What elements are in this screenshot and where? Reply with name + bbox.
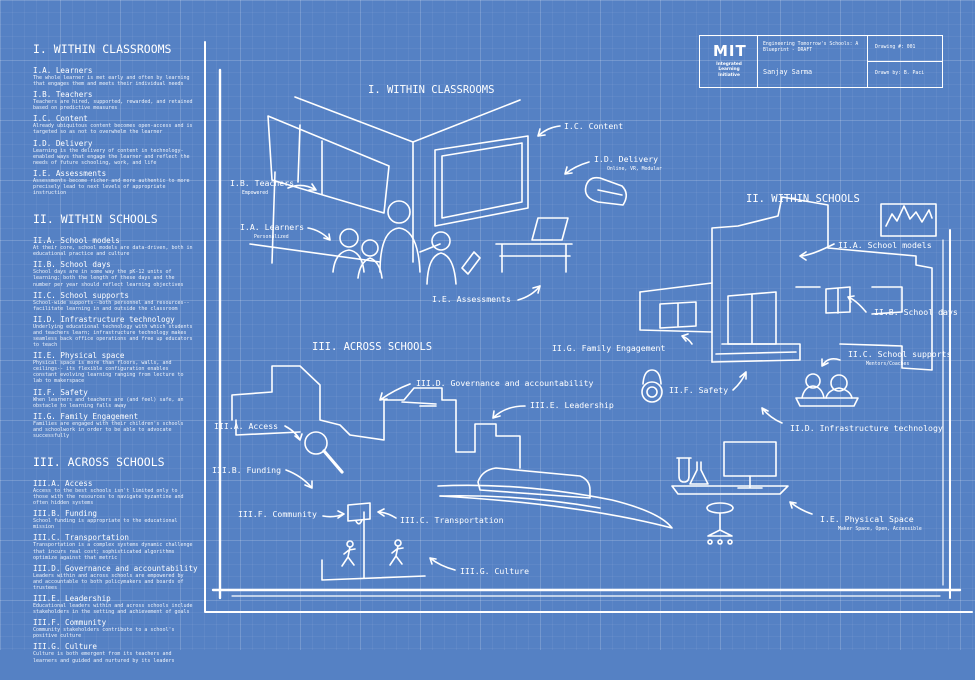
label-access: III.A. Access (214, 421, 278, 431)
classrooms-heading: I. WITHIN CLASSROOMS (368, 84, 494, 96)
legend-item-description: Underlying educational technology with w… (33, 323, 193, 349)
label-governance: III.D. Governance and accountability (416, 378, 594, 388)
blueprint-grid (0, 0, 975, 650)
label-teachers-sub: Empowered (242, 190, 268, 196)
legend-item-title: III.D. Governance and accountability (33, 563, 198, 573)
legend-item-title: II.E. Physical space (33, 351, 125, 361)
label-supports-sub: Mentors/Coaches (866, 361, 909, 367)
legend-item-title: I.B. Teachers (33, 90, 93, 100)
legend-item-description: School funding is appropriate to the edu… (33, 518, 178, 531)
label-supports: II.C. School supports (848, 349, 952, 359)
label-school-days: II.B. School days (874, 307, 958, 317)
label-culture: III.G. Culture (460, 566, 529, 576)
label-school-models: II.A. School models (838, 240, 932, 250)
label-family: II.G. Family Engagement (552, 343, 665, 353)
label-learners: I.A. Learners (240, 222, 304, 232)
legend-item-description: Already ubiquitous content becomes open-… (33, 123, 193, 136)
label-content: I.C. Content (564, 121, 623, 131)
legend-item-title: II.B. School days (33, 260, 111, 270)
legend-item-description: Educational leaders within and across sc… (33, 603, 193, 616)
mit-logo: MIT Integrated Learning Initiative (700, 36, 758, 87)
label-physical-sub: Maker Space, Open, Accessible (838, 526, 922, 532)
legend-item-title: II.G. Family Engagement (33, 411, 139, 421)
school-building-drawing (639, 196, 937, 545)
legend-item-title: II.A. School models (33, 236, 120, 246)
legend-item-title: III.F. Community (33, 618, 107, 628)
label-community: III.F. Community (238, 509, 317, 519)
label-teachers: I.B. Teachers (230, 178, 294, 188)
legend-item-description: Community stakeholders contribute to a s… (33, 627, 175, 640)
schools-heading: II. WITHIN SCHOOLS (746, 193, 860, 205)
legend-item-title: I.D. Delivery (33, 138, 93, 148)
legend-item-title: II.F. Safety (33, 387, 88, 397)
legend-item-description: Learning is the delivery of content in t… (33, 147, 190, 166)
legend-item-description: Assessments become richer and more authe… (33, 177, 190, 197)
legend-section-heading: I. WITHIN CLASSROOMS (33, 42, 172, 56)
drawn-by: Drawn by: B. Paci (875, 71, 925, 76)
logo-text: MIT (713, 42, 747, 60)
legend-item-description: School days are in some way the pK-12 un… (33, 269, 184, 288)
title-block: MIT Integrated Learning Initiative Engin… (699, 35, 943, 88)
label-learners-sub: Personalized (254, 234, 289, 240)
legend-section-heading: II. WITHIN SCHOOLS (33, 212, 158, 227)
classroom-drawing (249, 96, 628, 285)
label-assessments: I.E. Assessments (432, 294, 511, 304)
legend-item-description: Teachers are hired, supported, rewarded,… (33, 99, 193, 112)
legend-item-description: The whole learner is met early and often… (33, 75, 190, 88)
legend-item-description: Access to the best schools isn't limited… (33, 488, 184, 507)
legend-item-title: II.C. School supports (33, 290, 130, 300)
legend-item-description: Transportation is a complex systems dyna… (33, 542, 193, 561)
legend-item-title: III.G. Culture (33, 642, 98, 652)
legend-item-title: I.E. Assessments (33, 168, 107, 178)
label-transportation: III.C. Transportation (400, 515, 504, 525)
legend-item-title: III.E. Leadership (33, 594, 111, 604)
logo-subtitle: Integrated Learning Initiative (716, 62, 742, 78)
legend-section-heading: III. ACROSS SCHOOLS (33, 455, 165, 469)
drawing-title: Engineering Tomorrow's Schools: A Bluepr… (763, 42, 859, 54)
label-infra: II.D. Infrastructure technology (790, 423, 943, 433)
legend-item-description: Families are engaged with their children… (33, 420, 184, 439)
legend-item-description: Leaders within and across schools are em… (33, 572, 184, 591)
legend-item-title: III.C. Transportation (33, 533, 130, 543)
label-safety: II.F. Safety (669, 385, 728, 395)
label-delivery-sub: Online, VR, Modular (607, 166, 662, 172)
legend-item-title: III.A. Access (33, 479, 93, 488)
legend-item-title: I.A. Learners (33, 66, 93, 75)
legend-item-title: I.C. Content (33, 114, 88, 124)
legend-item-description: At their core, school models are data-dr… (33, 245, 193, 258)
legend-item-description: Culture is both emergent from its teache… (33, 651, 175, 664)
label-funding: III.B. Funding (212, 465, 281, 475)
legend-item-title: III.B. Funding (33, 509, 98, 519)
author-name: Sanjay Sarma (763, 68, 813, 76)
label-leadership: III.E. Leadership (530, 400, 614, 410)
blueprint-drawing: I. WITHIN CLASSROOMS II. WITHIN SCHOOLS … (204, 41, 973, 613)
legend-item-description: Physical space is more than floors, wall… (33, 360, 184, 385)
label-physical: I.E. Physical Space (820, 514, 914, 524)
label-delivery: I.D. Delivery (594, 154, 658, 164)
drawing-number: Drawing #: 001 (875, 45, 916, 50)
legend-item-description: School-wide supports--both personnel and… (33, 299, 190, 312)
across-heading: III. ACROSS SCHOOLS (312, 341, 432, 353)
leader-arrows (284, 125, 867, 571)
legend-item-description: When learners and teachers are (and feel… (33, 396, 184, 409)
city-skyline-drawing (231, 365, 673, 581)
legend-item-title: II.D. Infrastructure technology (33, 314, 175, 324)
outer-frame (204, 41, 973, 613)
